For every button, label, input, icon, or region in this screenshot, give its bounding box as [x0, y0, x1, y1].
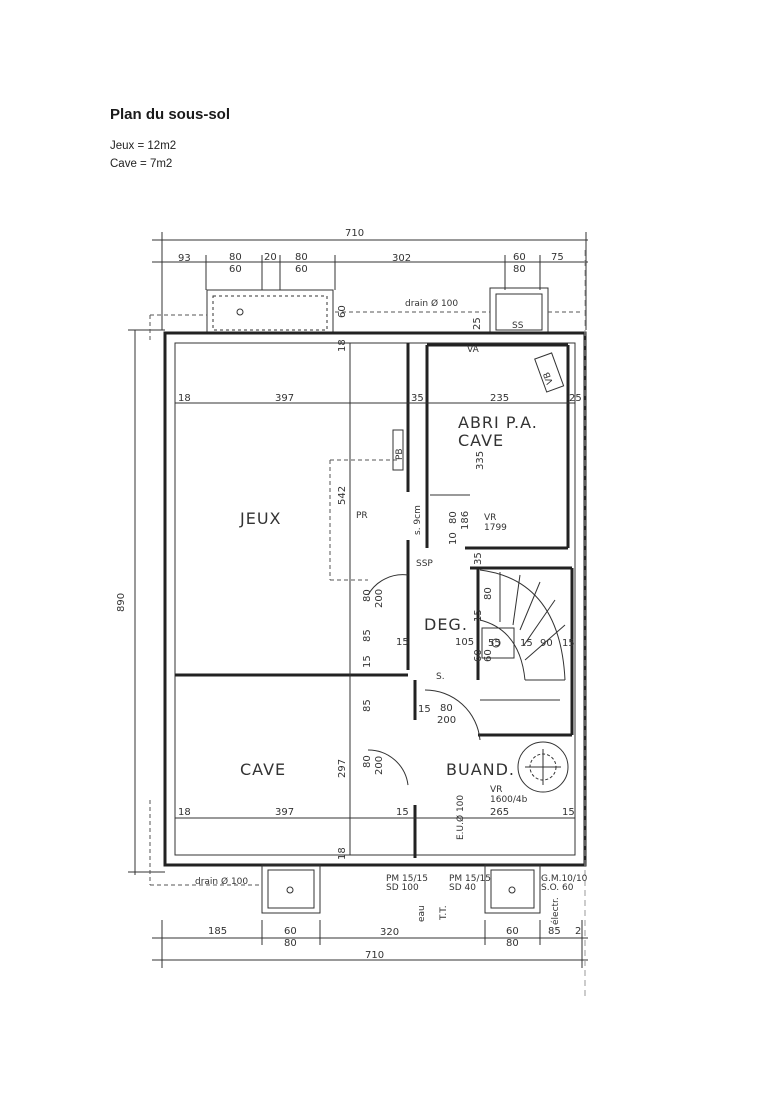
room-cave: CAVE [240, 760, 286, 779]
label-vr1b: 1799 [484, 523, 507, 533]
dim-397a: 397 [275, 393, 294, 404]
dim-bottom-total: 710 [365, 950, 384, 961]
dim-60a: 60 [473, 649, 484, 662]
dim-397b: 397 [275, 807, 294, 818]
dim-10: 10 [448, 532, 459, 545]
dim-bottom-185: 185 [208, 926, 227, 937]
dim-25b: 25 [472, 317, 483, 330]
label-drain-top: drain Ø 100 [405, 298, 458, 309]
label-eau: eau [417, 905, 427, 922]
dim-186: 186 [460, 511, 471, 530]
label-vr1: VR [484, 513, 496, 523]
dim-15c: 15 [396, 637, 409, 648]
dim-85a: 85 [362, 629, 373, 642]
dim-bottom-85: 85 [548, 926, 561, 937]
dim-top-80c: 80 [513, 264, 526, 275]
dim-top-60b: 60 [295, 264, 308, 275]
dim-top-302: 302 [392, 253, 411, 264]
dim-200b: 200 [437, 715, 456, 726]
label-gm: G.M.10/10 [541, 874, 588, 884]
dim-top-60c: 60 [513, 252, 526, 263]
dim-left-total: 890 [116, 593, 127, 612]
room-abri: ABRI P.A. [458, 413, 538, 432]
dim-15f: 15 [418, 704, 431, 715]
label-tt: T.T. [439, 905, 449, 921]
dim-265: 265 [490, 807, 509, 818]
dim-bottom-60: 60 [284, 926, 297, 937]
dim-bottom-80b: 80 [506, 938, 519, 949]
room-deg: DEG. [424, 615, 468, 634]
area-cave: Cave = 7m2 [110, 158, 173, 170]
dim-235: 235 [490, 393, 509, 404]
dim-top-93: 93 [178, 253, 191, 264]
label-pr: PR [356, 511, 368, 521]
dim-15e: 15 [562, 638, 575, 649]
top-dimension-lines [152, 232, 588, 330]
staircase [479, 569, 566, 701]
dim-105: 105 [455, 637, 474, 648]
dim-60b: 60 [483, 649, 494, 662]
label-s9: s. 9cm [413, 505, 423, 535]
label-vb: VB [542, 370, 556, 385]
label-vr2b: 1600/4b [490, 795, 528, 805]
room-jeux: JEUX [239, 509, 282, 528]
label-s: S. [436, 672, 445, 682]
dim-200c: 200 [374, 756, 385, 775]
dim-top-80: 80 [229, 252, 242, 263]
dim-top-75: 75 [551, 252, 564, 263]
label-pm2: PM 15/15 [449, 874, 491, 884]
label-eu: E.U.Ø 100 [455, 795, 466, 840]
label-ss: SS [512, 321, 524, 331]
dim-15h: 15 [473, 609, 484, 622]
dim-80c: 80 [362, 755, 373, 768]
dim-35a: 35 [411, 393, 424, 404]
dim-35b: 35 [473, 552, 484, 565]
dim-80e: 80 [483, 587, 494, 600]
dim-55: 55 [488, 638, 501, 649]
dim-80b: 80 [440, 703, 453, 714]
area-jeux: Jeux = 12m2 [110, 140, 177, 152]
outer-wall [163, 331, 587, 867]
dim-60c: 60 [337, 305, 348, 318]
dim-bottom-80: 80 [284, 938, 297, 949]
label-va: VA [467, 345, 480, 355]
dim-335: 335 [475, 451, 486, 470]
dim-bottom-60b: 60 [506, 926, 519, 937]
dim-297: 297 [337, 759, 348, 778]
label-sd1: SD 100 [386, 883, 419, 893]
label-pb: PB [395, 448, 405, 460]
dim-542: 542 [337, 486, 348, 505]
page-title: Plan du sous-sol [110, 106, 231, 123]
label-pm1: PM 15/15 [386, 874, 428, 884]
dim-18a: 18 [178, 393, 191, 404]
label-elec: électr. [550, 897, 561, 925]
label-so: S.O. 60 [541, 883, 574, 893]
dim-bottom-320: 320 [380, 927, 399, 938]
dim-25a: 25 [569, 393, 582, 404]
dim-85b: 85 [362, 699, 373, 712]
dim-15d: 15 [520, 638, 533, 649]
dim-200a: 200 [374, 589, 385, 608]
label-sd2: SD 40 [449, 883, 476, 893]
label-vr2: VR [490, 785, 502, 795]
label-drain-bottom: drain Ø 100 [195, 876, 248, 887]
dim-80a: 80 [362, 589, 373, 602]
dim-80d: 80 [448, 511, 459, 524]
label-ssp: SSP [416, 559, 433, 569]
room-abri-cave: CAVE [458, 431, 504, 450]
dim-top-80b: 80 [295, 252, 308, 263]
room-buand: BUAND. [446, 760, 515, 779]
dim-18b: 18 [178, 807, 191, 818]
dim-15a: 15 [396, 807, 409, 818]
dim-top-total: 710 [345, 228, 364, 239]
dim-90: 90 [540, 638, 553, 649]
dim-top-20: 20 [264, 252, 277, 263]
dim-15g: 15 [362, 655, 373, 668]
dim-15b: 15 [562, 807, 575, 818]
dim-top-60: 60 [229, 264, 242, 275]
dim-bottom-2: 2 [575, 926, 581, 937]
dim-18d: 18 [337, 339, 348, 352]
dim-18c: 18 [337, 847, 348, 860]
